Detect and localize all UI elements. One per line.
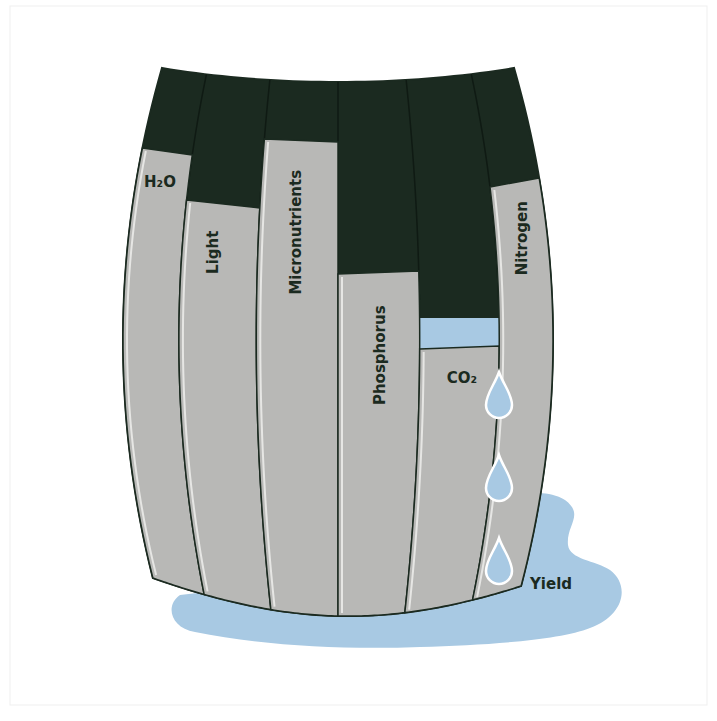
stave-label-box: Nitrogen (512, 199, 533, 277)
stave-highlight (409, 352, 424, 610)
inner-seam (406, 80, 419, 300)
water-drop (486, 538, 512, 584)
stave-label: CO₂ (447, 370, 477, 387)
water-drop (486, 455, 512, 501)
barrel-layer (123, 68, 553, 616)
stave-label-box: Micronutrients (286, 168, 307, 297)
stave-label: Phosphorus (372, 305, 389, 405)
stave-label: Micronutrients (288, 170, 305, 295)
barrel-body (123, 68, 553, 616)
stave-label: Light (206, 230, 223, 273)
stave (338, 271, 420, 616)
drop-layer (486, 372, 512, 584)
stave-label-box: Light (204, 228, 225, 275)
water-drop (486, 372, 512, 418)
stave-label: Nitrogen (514, 201, 531, 275)
stave-label: Yield (530, 576, 572, 593)
frame (10, 6, 707, 705)
stave (473, 178, 553, 600)
puddle-label-box: Yield (528, 574, 574, 595)
stave-highlight (127, 151, 156, 575)
stave-highlight (341, 277, 343, 613)
stave-highlight (260, 142, 274, 607)
stave (256, 139, 338, 616)
stave-label-box: CO₂ (445, 368, 479, 389)
stave-label: H₂O (144, 174, 176, 191)
stave-label-box: Phosphorus (370, 303, 391, 407)
stave-highlight (183, 203, 208, 591)
stave-label-box: H₂O (142, 172, 178, 193)
